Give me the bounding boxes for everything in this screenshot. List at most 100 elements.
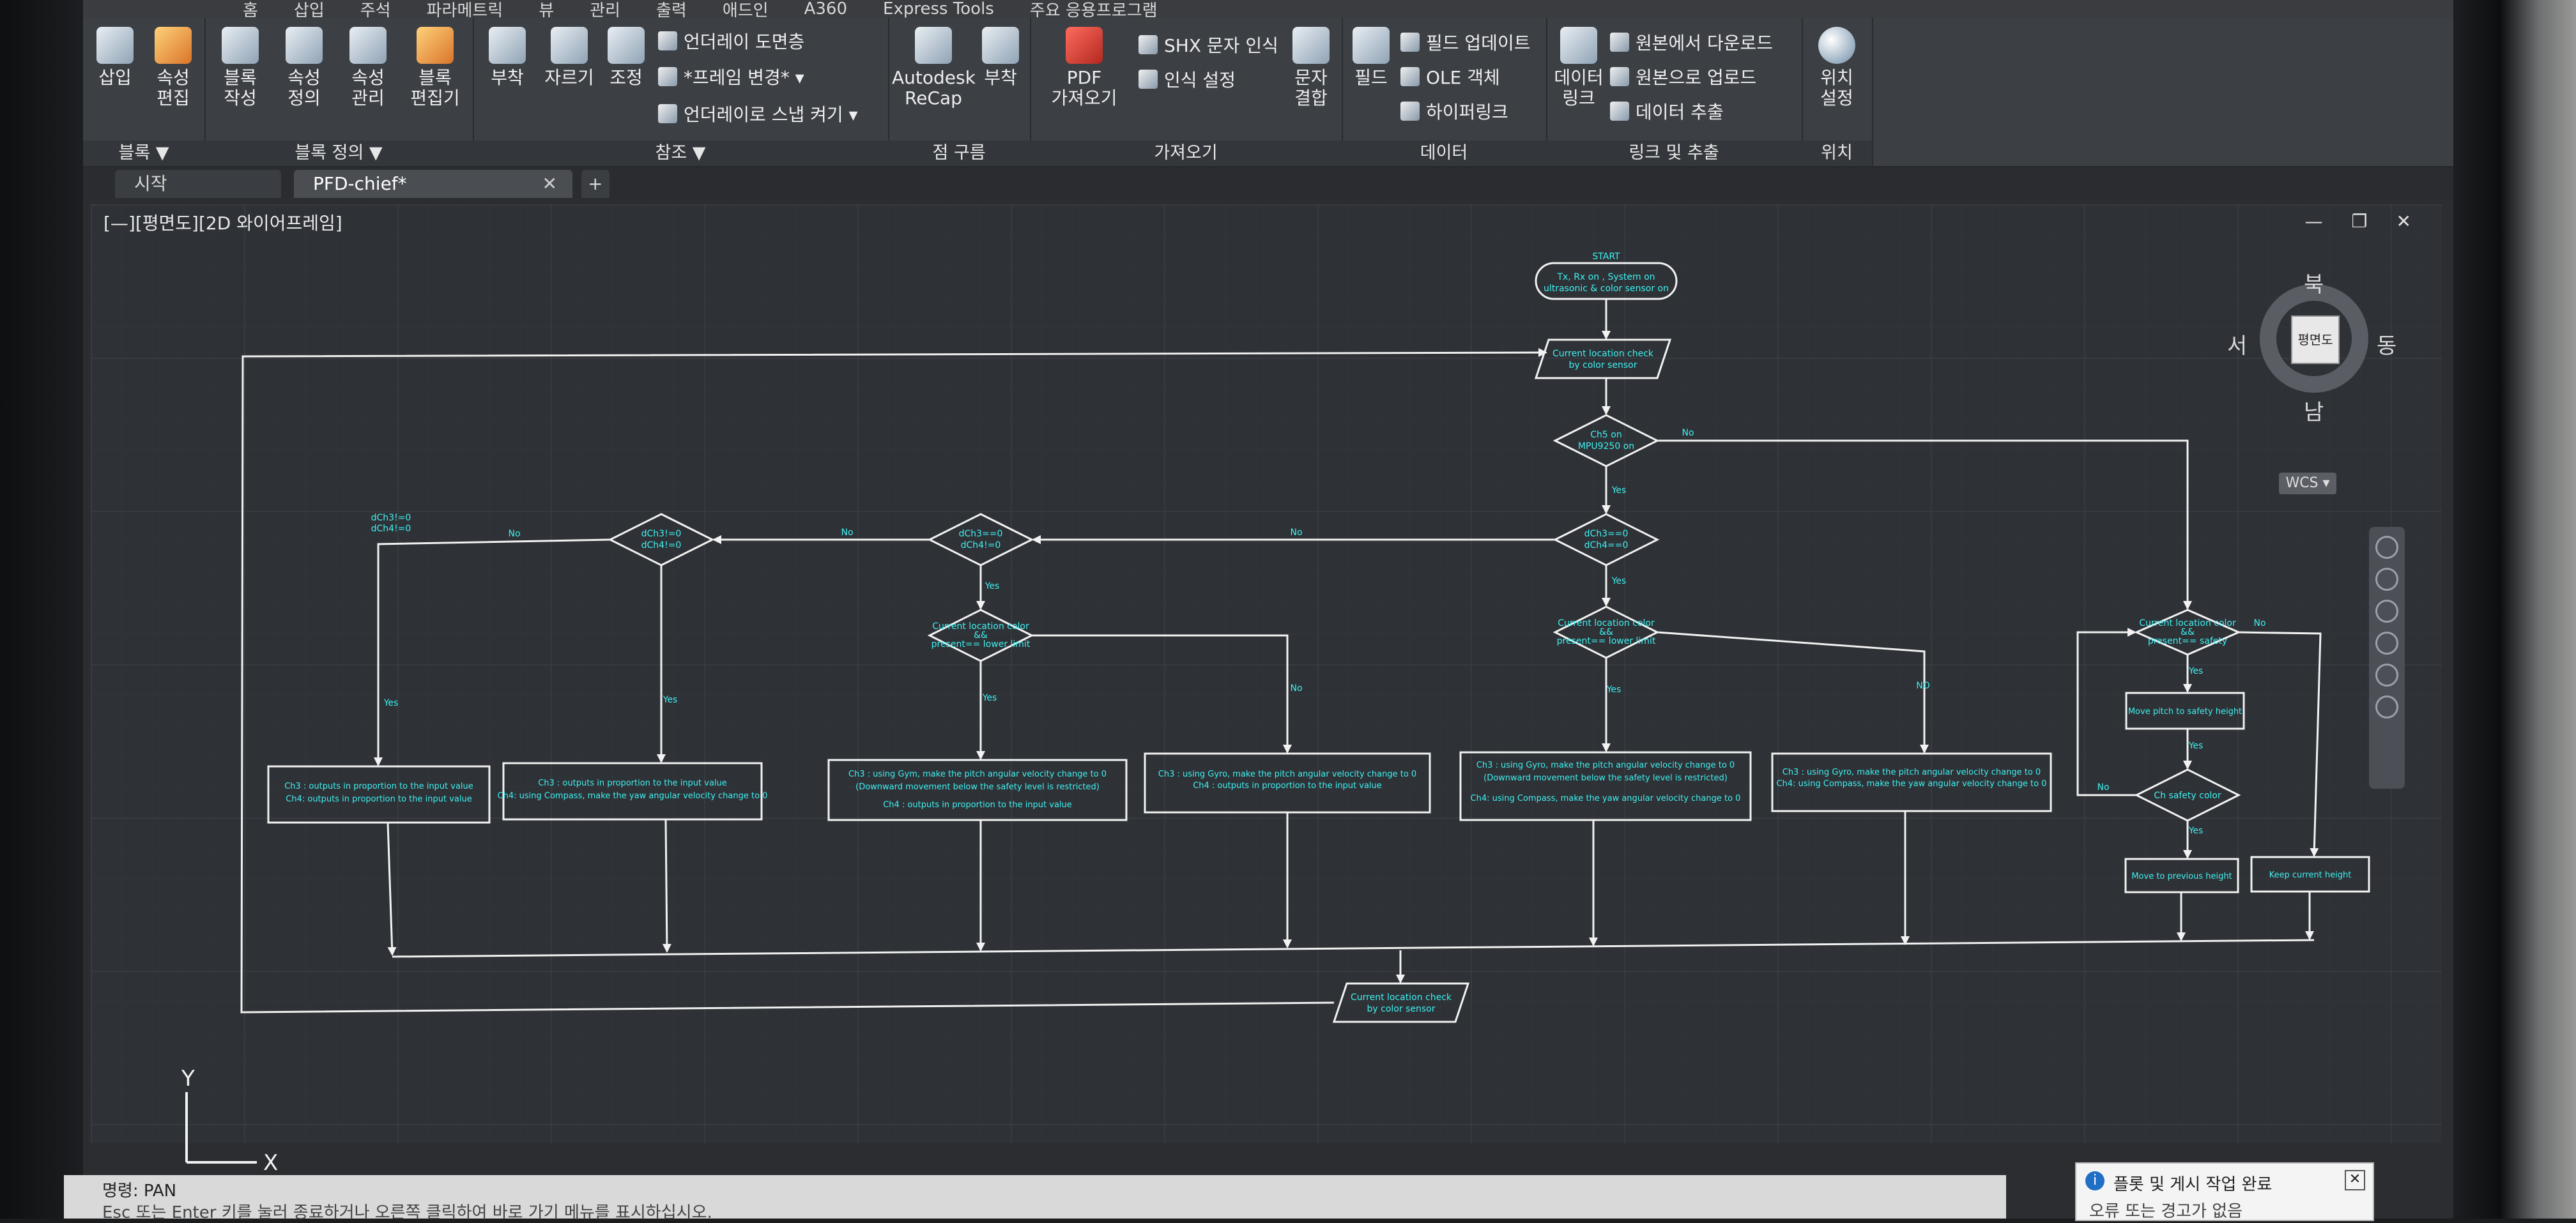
ole-object-icon <box>1400 67 1420 86</box>
zoom-icon[interactable] <box>2375 600 2398 623</box>
block-definition-panel-title[interactable]: 블록 정의 ▼ <box>204 141 473 166</box>
set-location-button[interactable]: 위치 설정 <box>1805 27 1868 109</box>
ucs-icon: Y X <box>181 1067 278 1176</box>
create-block-button[interactable]: 블록 작성 <box>210 27 271 109</box>
frame-change-dropdown[interactable]: *프레임 변경* ▾ <box>658 64 804 89</box>
reference-panel-title[interactable]: 참조 ▼ <box>473 141 888 166</box>
yes-label-safety: Yes <box>2188 826 2204 836</box>
insert-button[interactable]: 삽입 <box>89 27 141 88</box>
tab-pfd-chief[interactable]: PFD-chief*✕ <box>294 170 572 198</box>
shx-recognize-button[interactable]: SHX 문자 인식 <box>1138 32 1278 57</box>
mid2-label-3: present== lower limit <box>931 639 1031 649</box>
pointcloud-attach-button[interactable]: 부착 <box>975 27 1026 88</box>
mid-label-1: dCh3==0 <box>959 529 1003 539</box>
mid-label-2: dCh4!=0 <box>961 540 1001 551</box>
block-editor-button[interactable]: 블록 편집기 <box>401 27 469 109</box>
attach-icon <box>489 27 526 64</box>
recap-icon <box>915 27 952 64</box>
location-panel-title: 위치 <box>1802 141 1872 166</box>
yes-label-left-b: Yes <box>663 695 678 705</box>
tab-start[interactable]: 시작 <box>115 170 281 198</box>
command-history-line-1: 명령: PAN <box>102 1181 177 1201</box>
tab-parametric[interactable]: 파라메트릭 <box>426 1 503 19</box>
update-fields-button[interactable]: 필드 업데이트 <box>1400 29 1530 55</box>
right2-label-2: && <box>1599 627 1613 637</box>
shx-text-icon <box>1138 35 1158 54</box>
tab-output[interactable]: 출력 <box>656 1 687 19</box>
ucs-y-label: Y <box>181 1067 195 1091</box>
process-box-3 <box>827 759 1128 821</box>
drawing-viewport[interactable]: [—][평면도][2D 와이어프레임] — ❐ ✕ <box>91 204 2442 1176</box>
ole-object-button[interactable]: OLE 객체 <box>1400 64 1500 89</box>
tab-express-tools[interactable]: Express Tools <box>883 0 994 18</box>
compass-east[interactable]: 동 <box>2377 333 2397 359</box>
viewcube-face-top[interactable]: 평면도 <box>2291 315 2340 364</box>
check-top-parallelogram <box>1534 338 1672 379</box>
compass-south[interactable]: 남 <box>2304 400 2324 425</box>
no-label-ch34: No <box>1290 528 1302 538</box>
underlay-snap-dropdown[interactable]: 언더레이로 스냅 켜기 ▾ <box>658 101 858 126</box>
compass-north[interactable]: 북 <box>2304 272 2324 298</box>
showmotion-icon[interactable] <box>2375 664 2398 687</box>
viewport-controls-label[interactable]: [—][평면도][2D 와이어프레임] <box>103 213 342 234</box>
tab-a360[interactable]: A360 <box>804 0 848 18</box>
decision-ch5 <box>1552 414 1660 467</box>
left-edge-label-1: dCh3!=0 <box>371 513 411 523</box>
orbit-icon[interactable] <box>2375 632 2398 655</box>
underlay-layers-button[interactable]: 언더레이 도면층 <box>658 28 804 54</box>
plot-publish-notification[interactable]: i 플롯 및 게시 작업 완료 오류 또는 경고가 없음 ✕ <box>2075 1162 2374 1221</box>
block-editor-icon <box>417 27 454 64</box>
compass-west[interactable]: 서 <box>2227 333 2248 359</box>
data-link-icon <box>1560 27 1597 64</box>
download-source-button[interactable]: 원본에서 다운로드 <box>1610 29 1773 55</box>
clip-button[interactable]: 자르기 <box>537 27 602 88</box>
viewport-window-controls[interactable]: — ❐ ✕ <box>2304 211 2423 232</box>
pan-hand-icon[interactable] <box>2375 568 2398 591</box>
tab-home[interactable]: 홈 <box>243 1 258 19</box>
pdf-import-button[interactable]: PDF 가져오기 <box>1036 27 1132 109</box>
define-attribute-button[interactable]: 속성 정의 <box>273 27 335 109</box>
tab-featured-apps[interactable]: 주요 응용프로그램 <box>1029 1 1158 19</box>
edit-attribute-button[interactable]: 속성 편집 <box>144 27 202 109</box>
data-link-button[interactable]: 데이터 링크 <box>1550 27 1607 109</box>
yes-label-far-right: Yes <box>2188 666 2204 676</box>
new-tab-button[interactable]: + <box>581 170 610 198</box>
pointcloud-attach-icon <box>982 27 1019 64</box>
far-right-label-1: Current location color <box>2139 618 2236 628</box>
process-box-6 <box>1771 752 2052 812</box>
manage-attribute-button[interactable]: 속성 관리 <box>337 27 399 109</box>
tab-manage[interactable]: 관리 <box>590 1 620 19</box>
ribbon-tab-bar: 홈 삽입 주석 파라메트릭 뷰 관리 출력 애드인 A360 Express T… <box>83 0 2453 18</box>
mid2-label-1: Current location color <box>932 621 1029 632</box>
tab-view[interactable]: 뷰 <box>539 1 555 19</box>
extract-data-button[interactable]: 데이터 추출 <box>1610 98 1724 124</box>
nav-bar-options-icon[interactable] <box>2375 695 2398 718</box>
right2-label-3: present== lower limit <box>1557 636 1656 646</box>
point-cloud-panel: Autodesk ReCap 부착 점 구름 <box>888 18 1031 166</box>
recap-button[interactable]: Autodesk ReCap <box>892 27 976 109</box>
viewcube[interactable]: 평면도 북 남 서 동 <box>2227 272 2397 425</box>
command-line[interactable]: 명령: PAN Esc 또는 Enter 키를 눌러 종료하거나 오른쪽 클릭하… <box>64 1175 2006 1222</box>
close-notification-icon[interactable]: ✕ <box>2345 1170 2365 1190</box>
field-button[interactable]: 필드 <box>1346 27 1397 88</box>
combine-text-button[interactable]: 문자 결합 <box>1285 27 1337 109</box>
upload-source-button[interactable]: 원본으로 업로드 <box>1610 64 1756 89</box>
ch5-label-1: Ch5 on <box>1590 430 1621 440</box>
settings-icon <box>1138 70 1158 89</box>
tab-addins[interactable]: 애드인 <box>722 1 769 19</box>
recognize-settings-button[interactable]: 인식 설정 <box>1138 66 1236 92</box>
pdf-icon <box>1066 27 1103 64</box>
tab-insert[interactable]: 삽입 <box>293 1 325 19</box>
attach-button[interactable]: 부착 <box>478 27 537 88</box>
block-panel-title[interactable]: 블록 ▼ <box>83 141 204 166</box>
wcs-dropdown[interactable]: WCS ▾ <box>2279 473 2336 494</box>
tab-annotate[interactable]: 주석 <box>360 1 391 19</box>
steering-wheel-icon[interactable] <box>2375 536 2398 559</box>
monitor-bezel-left <box>0 0 89 1219</box>
close-tab-icon[interactable]: ✕ <box>542 173 557 194</box>
adjust-button[interactable]: 조정 <box>602 27 650 88</box>
init-label-1: Tx, Rx on , System on <box>1556 272 1655 282</box>
ribbon: 삽입 속성 편집 블록 ▼ 블록 작성 속성 정의 속성 관리 블록 편집기 블… <box>83 18 2453 167</box>
notification-title[interactable]: 플롯 및 게시 작업 완료 <box>2113 1175 2273 1194</box>
hyperlink-button[interactable]: 하이퍼링크 <box>1400 98 1508 124</box>
